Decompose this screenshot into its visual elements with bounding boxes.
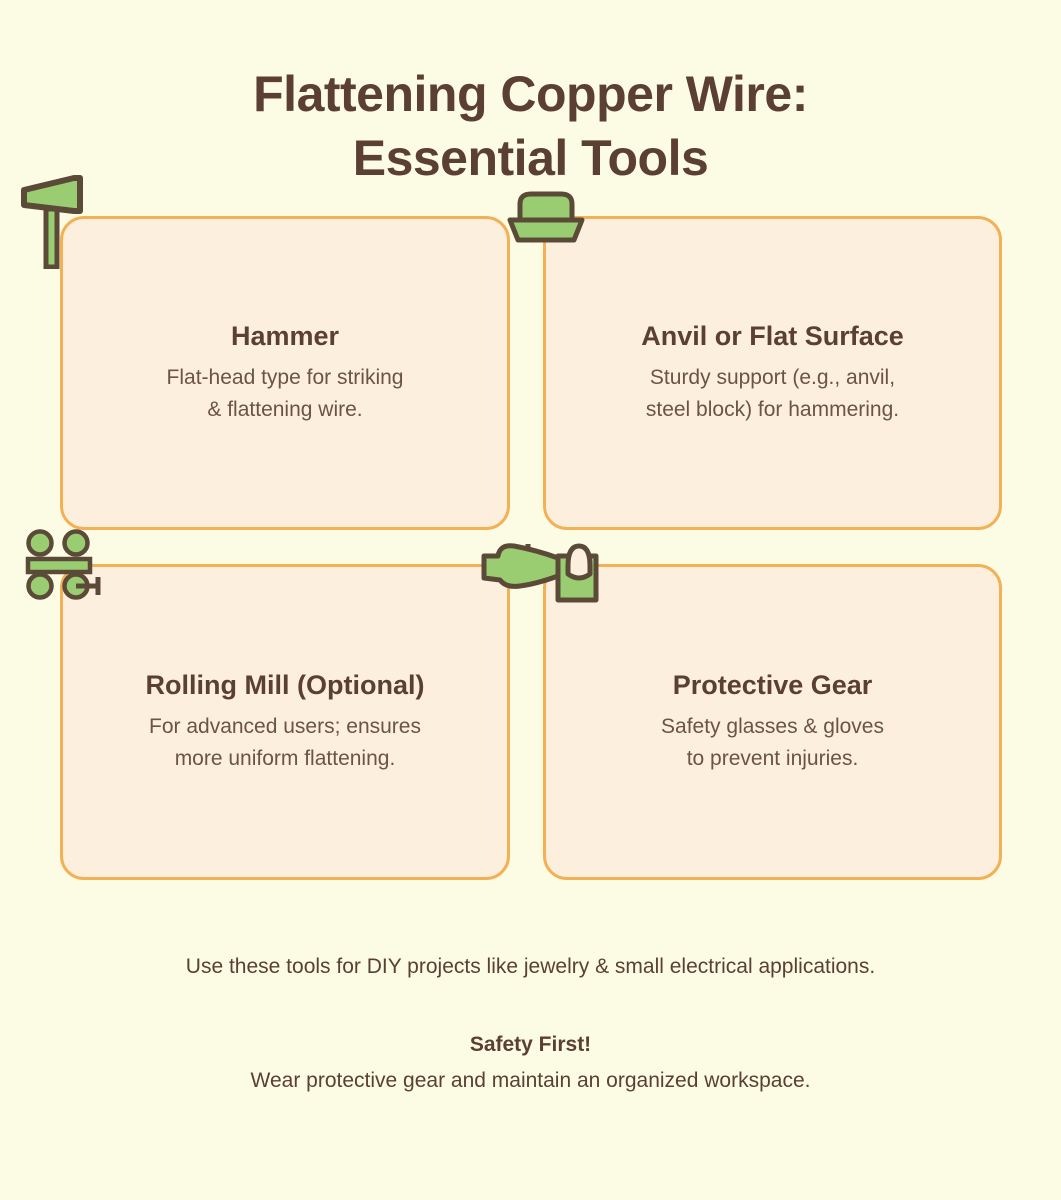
safety-heading: Safety First! (469, 1033, 592, 1056)
footer-section: Use these tools for DIY projects like je… (0, 952, 1061, 1096)
tool-card-description: Safety glasses & gloves to prevent injur… (661, 715, 884, 770)
tool-card-title: Rolling Mill (Optional) (145, 670, 425, 700)
page-title-line-2: Essential Tools (352, 130, 709, 186)
tool-card-description: For advanced users; ensures more uniform… (149, 715, 421, 770)
tool-card-protective-gear[interactable]: Protective Gear Safety glasses & gloves … (543, 564, 1002, 880)
tool-card-description: Flat-head type for striking & flattening… (166, 366, 404, 421)
page-title: Flattening Copper Wire: Essential Tools (0, 62, 1061, 190)
safety-text: Wear protective gear and maintain an org… (250, 1069, 811, 1092)
tools-card-grid: Hammer Flat-head type for striking & fla… (60, 216, 1002, 880)
tool-card-anvil[interactable]: Anvil or Flat Surface Sturdy support (e.… (543, 216, 1002, 530)
footer-note: Use these tools for DIY projects like je… (185, 955, 876, 978)
tool-card-title: Protective Gear (672, 670, 873, 700)
tool-card-description: Sturdy support (e.g., anvil, steel block… (645, 366, 900, 421)
tool-card-title: Anvil or Flat Surface (641, 321, 904, 351)
safety-block: Safety First! Wear protective gear and m… (0, 1030, 1061, 1096)
tool-card-hammer[interactable]: Hammer Flat-head type for striking & fla… (60, 216, 510, 530)
page-title-line-1: Flattening Copper Wire: (253, 66, 808, 122)
tool-card-title: Hammer (230, 321, 340, 351)
tool-card-rolling-mill[interactable]: Rolling Mill (Optional) For advanced use… (60, 564, 510, 880)
